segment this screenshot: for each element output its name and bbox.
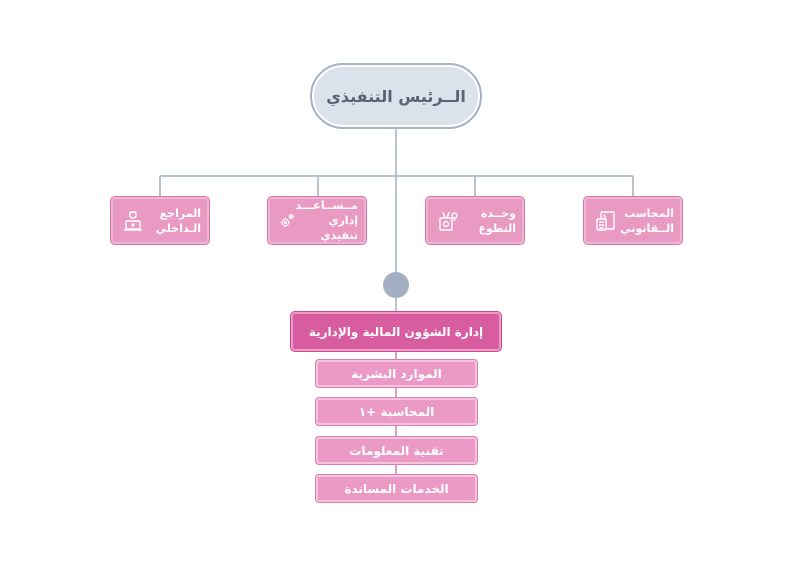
auditor-laptop-icon: [124, 210, 142, 231]
section-label: الموارد البشرية: [351, 366, 442, 381]
section-label: الخدمات المساندة: [344, 481, 449, 496]
svg-text:$: $: [603, 213, 607, 221]
section-human-resources: الموارد البشرية: [316, 360, 477, 387]
section-support-services: الخدمات المساندة: [316, 475, 477, 502]
unit-executive-assistant: مــســاعـــد إداري تنفيذي: [268, 197, 366, 244]
unit-label-line2: إداري تنفيذي: [320, 214, 358, 242]
unit-internal-auditor: المراجع الـداخلي: [111, 197, 209, 244]
section-information-technology: تقنية المعلومات: [316, 437, 477, 464]
volunteer-badge-icon: [439, 211, 458, 231]
ceo-label: الــرئيس التنفيذي: [326, 86, 466, 106]
unit-label-line1: وحــدة: [480, 206, 516, 220]
calculator-document-icon: $: [596, 210, 615, 231]
section-label: المحاسبة +١: [358, 404, 435, 419]
unit-volunteering: وحــدة التطوع: [426, 197, 524, 244]
unit-label-line2: التطوع: [478, 221, 516, 235]
department-finance-admin: إدارة الشؤون المالية والإدارية: [291, 312, 501, 351]
gears-icon: [280, 213, 294, 227]
unit-label-line1: المراجع: [159, 206, 201, 220]
unit-label-line1: مــســاعـــد: [295, 199, 358, 212]
unit-legal-accountant: المحاسب الــقانوني $: [584, 197, 682, 244]
section-label: تقنية المعلومات: [349, 443, 444, 458]
unit-label-line1: المحاسب: [624, 206, 674, 220]
junction-dot: [383, 272, 409, 298]
section-accounting: المحاسبة +١: [316, 398, 477, 425]
unit-label-line2: الـداخلي: [155, 221, 201, 235]
unit-label-line2: الــقانوني: [620, 221, 674, 235]
department-label: إدارة الشؤون المالية والإدارية: [308, 324, 484, 339]
ceo-node: الــرئيس التنفيذي: [310, 63, 482, 129]
